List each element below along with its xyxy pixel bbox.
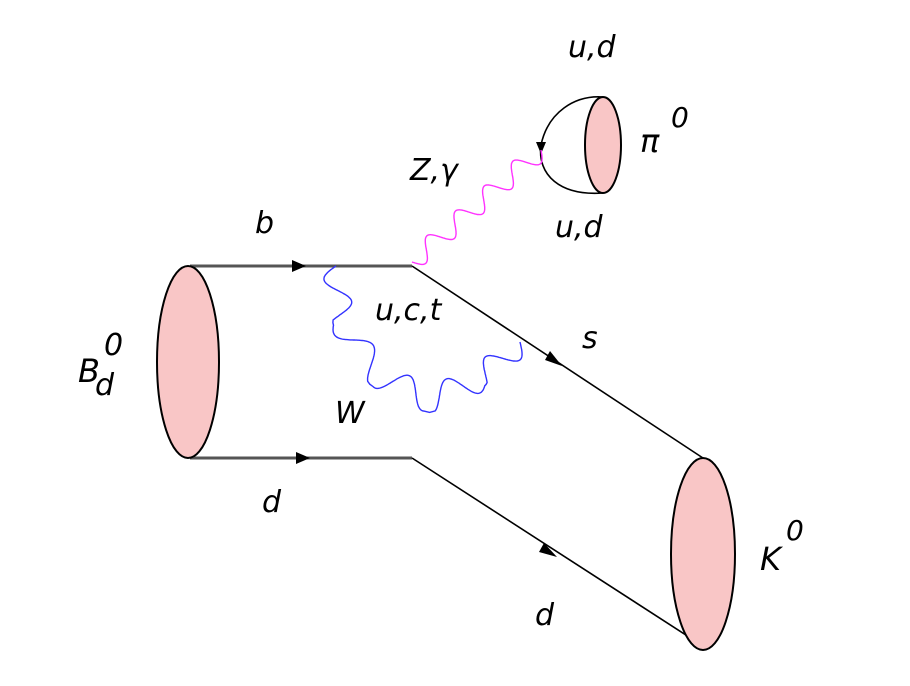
b-meson-ellipse — [156, 265, 220, 459]
label-b-meson-superscript: 0 — [104, 328, 123, 363]
b-quark-arrow — [292, 260, 306, 272]
s-quark-arrow — [545, 351, 562, 366]
label-w-boson: W — [335, 396, 366, 431]
label-pion-bottom-quark: u,d — [555, 210, 604, 245]
label-k-meson-superscript: 0 — [786, 514, 804, 547]
z-gamma-propagator — [411, 149, 543, 266]
label-b-quark: b — [255, 206, 274, 241]
label-loop-quarks: u,c,t — [375, 293, 443, 328]
label-pion: π — [640, 122, 660, 160]
label-pion-top-quark: u,d — [568, 30, 617, 65]
label-pion-superscript: 0 — [671, 101, 689, 134]
label-b-meson: B — [78, 352, 100, 390]
w-boson-propagator — [323, 265, 523, 414]
label-d-quark-out: d — [535, 598, 555, 633]
d-quark-line-out — [411, 457, 707, 649]
pion-ellipse — [584, 96, 622, 194]
label-b-meson-subscript: d — [95, 368, 115, 403]
label-z-gamma: Z,γ — [409, 153, 460, 188]
label-d-quark-in: d — [262, 485, 282, 520]
label-k-meson: K — [760, 540, 784, 578]
d-quark-arrow-in — [296, 452, 310, 464]
k-meson-ellipse — [670, 457, 736, 651]
label-s-quark: s — [582, 321, 598, 356]
d-quark-arrow-out — [539, 543, 557, 557]
pion-quark-arrow — [536, 142, 546, 154]
